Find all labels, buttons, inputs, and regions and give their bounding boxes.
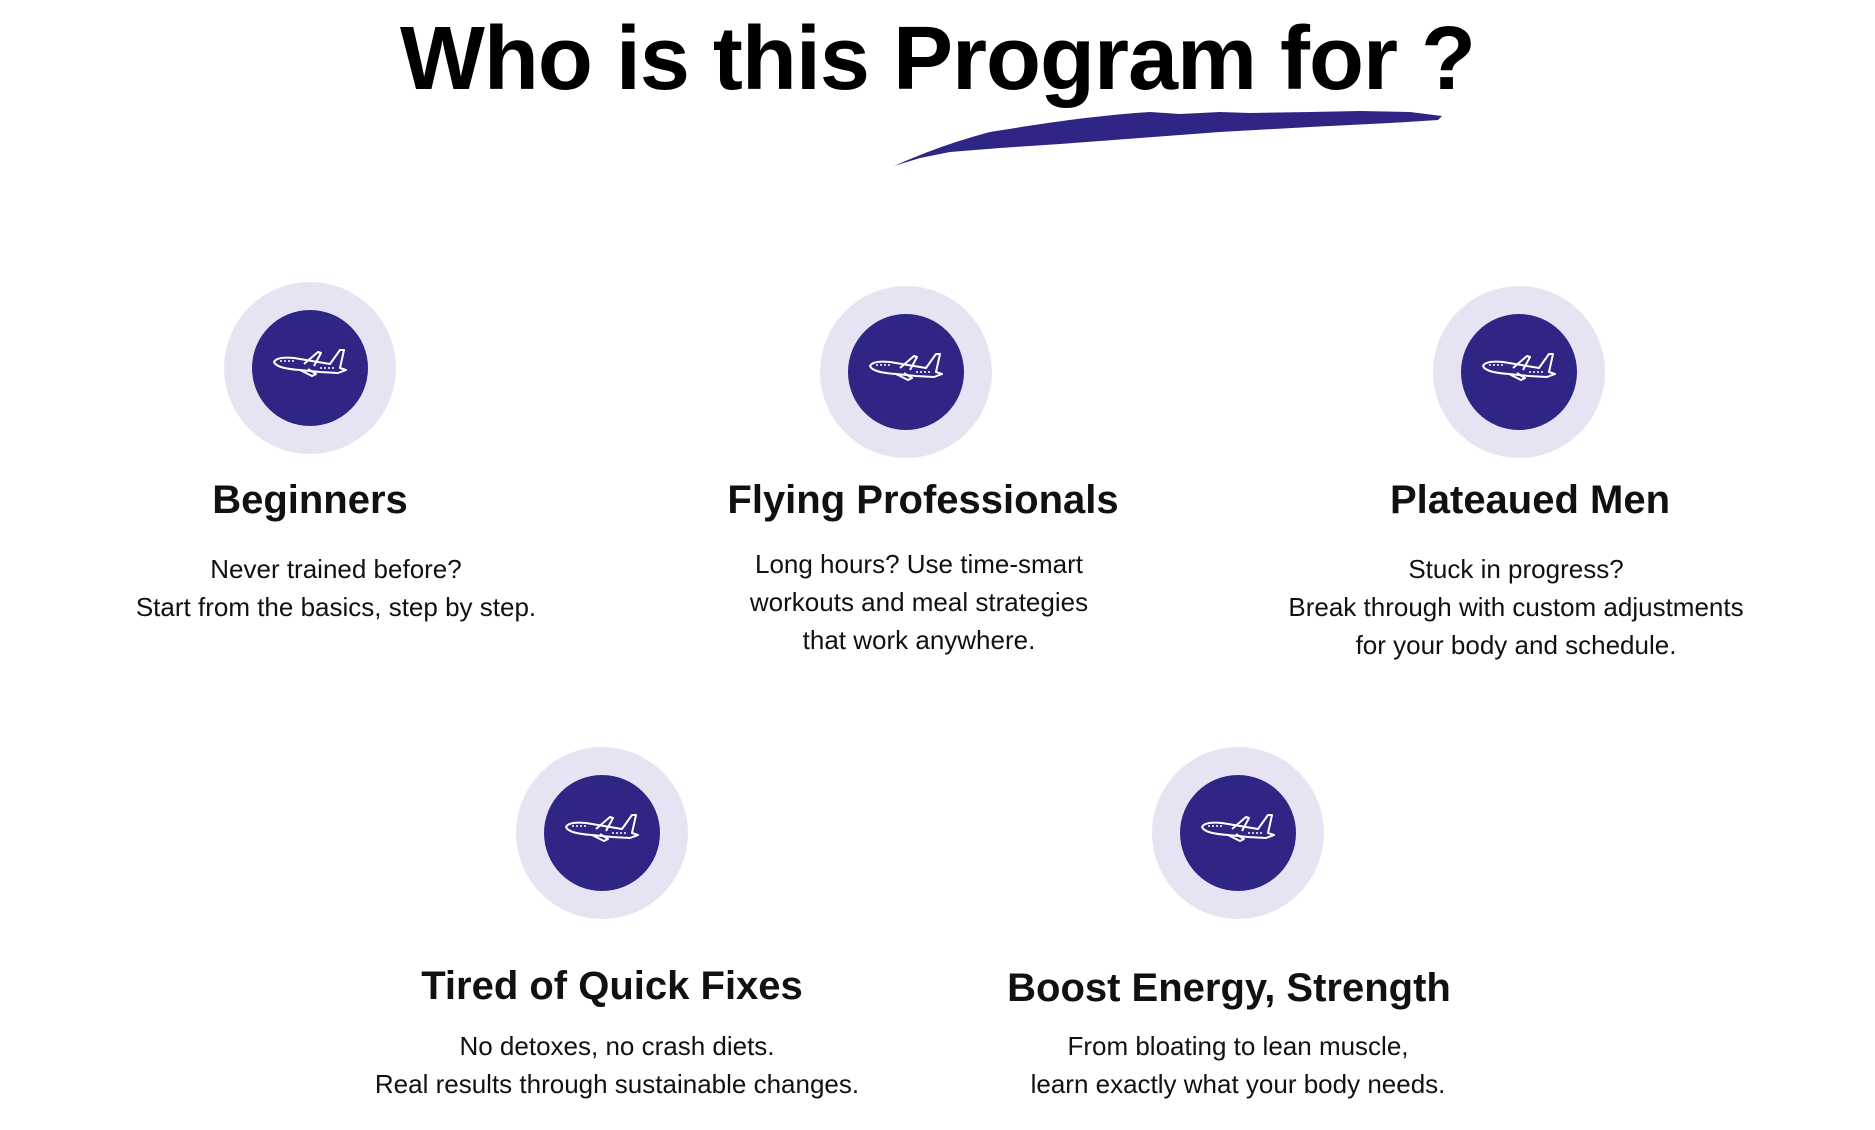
card-icon-ring bbox=[224, 282, 396, 454]
card-icon-ring bbox=[516, 747, 688, 919]
card-description: Stuck in progress? Break through with cus… bbox=[1166, 550, 1866, 664]
card-title: Flying Professionals bbox=[727, 478, 1119, 522]
description-line: Start from the basics, step by step. bbox=[135, 592, 537, 622]
card-description: Long hours? Use time-smart workouts and m… bbox=[569, 545, 1269, 659]
description-line: workouts and meal strategies bbox=[749, 587, 1089, 617]
description-line: Stuck in progress? bbox=[1408, 554, 1624, 584]
description-line: Break through with custom adjustments bbox=[1288, 592, 1744, 622]
description-line: that work anywhere. bbox=[802, 625, 1036, 655]
card-title: Beginners bbox=[212, 478, 408, 522]
card-icon-circle bbox=[544, 775, 660, 891]
card-icon-ring bbox=[1433, 286, 1605, 458]
page-title: Who is this Program for ? bbox=[399, 9, 1476, 109]
description-line: for your body and schedule. bbox=[1355, 630, 1677, 660]
card-title: Plateaued Men bbox=[1389, 478, 1671, 522]
card-icon-ring bbox=[820, 286, 992, 458]
card-description: From bloating to lean muscle, learn exact… bbox=[888, 1027, 1588, 1103]
card-title: Boost Energy, Strength bbox=[1007, 966, 1451, 1010]
brush-underline bbox=[894, 111, 1442, 166]
description-line: No detoxes, no crash diets. bbox=[459, 1031, 775, 1061]
card-title: Tired of Quick Fixes bbox=[421, 964, 803, 1008]
description-line: Long hours? Use time-smart bbox=[754, 549, 1084, 579]
card-icon-circle bbox=[1461, 314, 1577, 430]
card-icon-circle bbox=[848, 314, 964, 430]
card-description: No detoxes, no crash diets. Real results … bbox=[267, 1027, 967, 1103]
description-line: From bloating to lean muscle, bbox=[1067, 1031, 1409, 1061]
description-line: learn exactly what your body needs. bbox=[1030, 1069, 1446, 1099]
card-description: Never trained before? Start from the basi… bbox=[0, 550, 686, 626]
card-icon-circle bbox=[252, 310, 368, 426]
description-line: Real results through sustainable changes… bbox=[374, 1069, 860, 1099]
card-icon-circle bbox=[1180, 775, 1296, 891]
description-line: Never trained before? bbox=[210, 554, 462, 584]
card-icon-ring bbox=[1152, 747, 1324, 919]
